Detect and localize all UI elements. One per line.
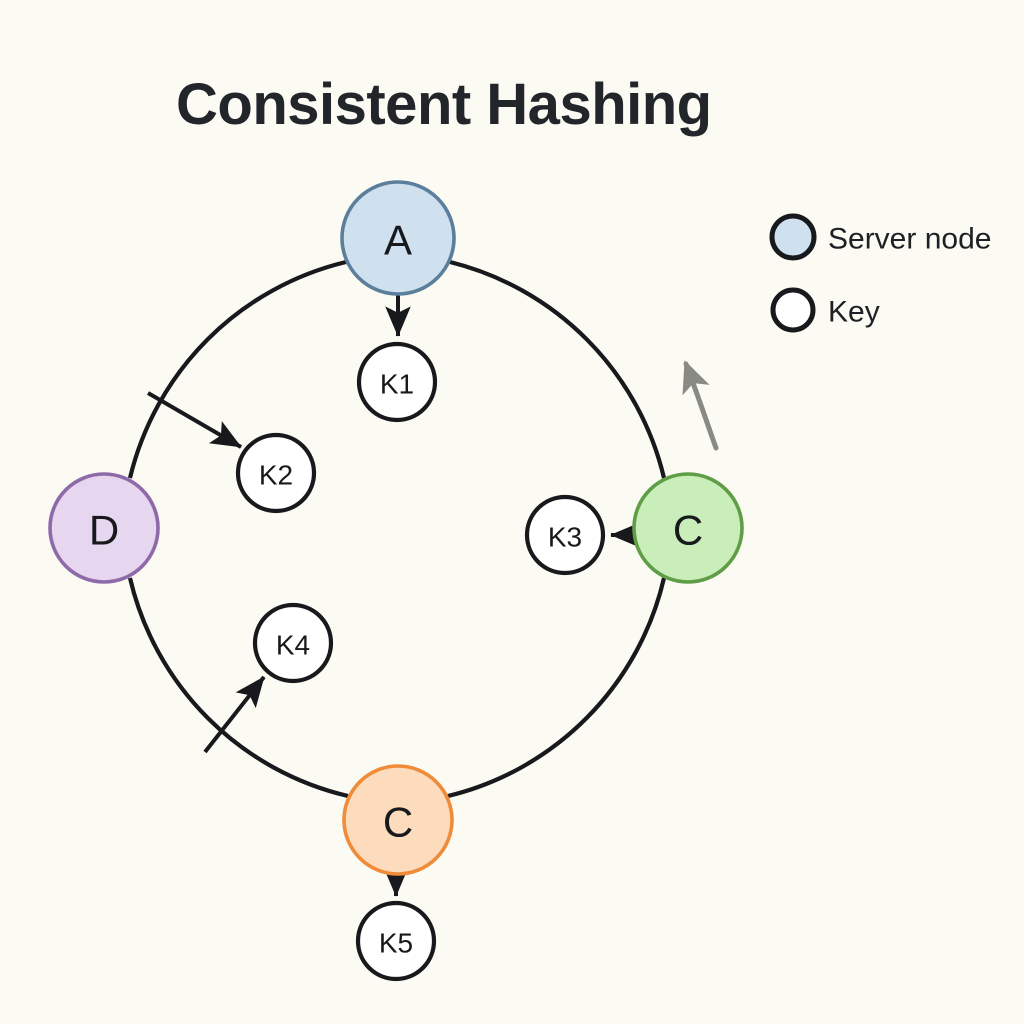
server-node-c-right-label: C: [673, 507, 703, 554]
ring-arc-a-to-c-right: [449, 259, 667, 479]
key-k1-label: K1: [380, 369, 414, 400]
clockwise-direction-arrow: [682, 360, 719, 451]
ring-arc-d-to-a: [127, 259, 347, 479]
server-node-a[interactable]: A: [340, 180, 456, 296]
key-k3-circle[interactable]: [524, 494, 606, 576]
key-assignment-arrows: [146, 294, 641, 897]
server-node-c-bottom-label: C: [383, 799, 413, 846]
server-node-d-circle[interactable]: [48, 472, 160, 584]
key-k3-label: K3: [548, 522, 582, 553]
ring-arc-c-right-to-c-bottom: [447, 577, 667, 799]
legend-item-server-node: Server node: [769, 213, 991, 261]
server-node-d[interactable]: D: [48, 472, 160, 584]
key-k1[interactable]: K1: [356, 341, 438, 423]
key-k4-circle[interactable]: [252, 602, 334, 684]
server-node-c-right-circle[interactable]: [632, 472, 744, 584]
legend-server-node-swatch-icon: [769, 213, 817, 261]
hash-ring: [127, 259, 667, 799]
server-node-c-bottom-circle[interactable]: [342, 764, 454, 876]
key-k5-circle[interactable]: [355, 900, 437, 982]
arrow-ring-to-k2: [146, 391, 243, 449]
key-k2-circle[interactable]: [235, 432, 317, 514]
server-node-c-right[interactable]: C: [632, 472, 744, 584]
ring-arc-c-bottom-to-d: [127, 577, 349, 799]
key-k5-label: K5: [379, 928, 413, 959]
legend-key-swatch-icon: [770, 287, 816, 333]
key-k2[interactable]: K2: [235, 432, 317, 514]
legend-server-node-label: Server node: [828, 223, 991, 256]
page-title: Consistent Hashing: [176, 72, 712, 137]
key-k5[interactable]: K5: [355, 900, 437, 982]
key-k2-label: K2: [259, 460, 293, 491]
legend: Server node Key: [769, 213, 991, 333]
key-k4[interactable]: K4: [252, 602, 334, 684]
server-node-d-label: D: [89, 507, 119, 554]
legend-item-key: Key: [770, 287, 880, 333]
key-k4-label: K4: [276, 630, 310, 661]
server-node-c-bottom[interactable]: C: [342, 764, 454, 876]
key-k1-circle[interactable]: [356, 341, 438, 423]
key-k3[interactable]: K3: [524, 494, 606, 576]
server-node-a-label: A: [384, 217, 412, 264]
server-node-a-circle[interactable]: [340, 180, 456, 296]
legend-key-label: Key: [828, 296, 880, 329]
arrow-ring-to-k4: [203, 675, 266, 754]
